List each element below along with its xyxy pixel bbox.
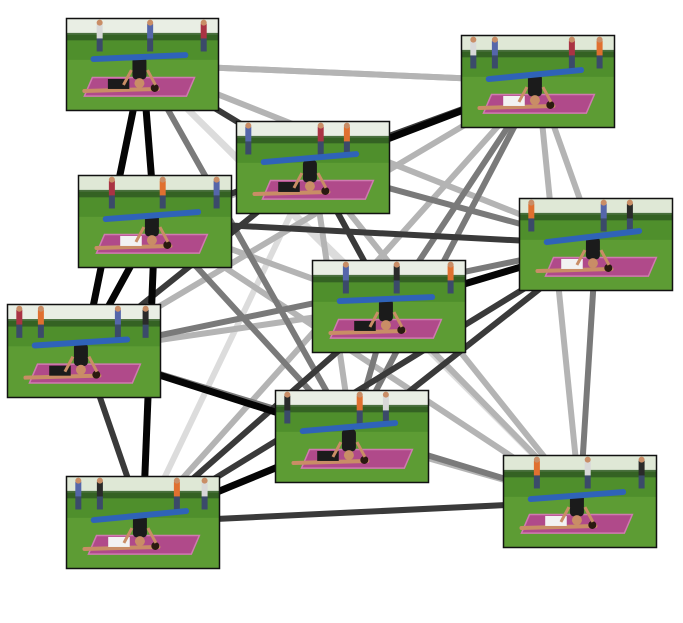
flyer-person xyxy=(585,237,600,260)
spectator xyxy=(584,460,591,476)
background xyxy=(519,198,673,215)
base-person xyxy=(252,189,331,196)
photo-frame xyxy=(502,454,658,549)
spectator xyxy=(16,309,23,325)
photo-pose-9[interactable] xyxy=(274,389,430,484)
spectator xyxy=(75,481,82,497)
background xyxy=(461,35,615,52)
spectator xyxy=(626,203,633,219)
spectator xyxy=(200,23,207,39)
spectator xyxy=(317,126,324,142)
spectator xyxy=(173,481,180,497)
spectator xyxy=(491,40,498,56)
photo-frame xyxy=(65,475,221,570)
base-person xyxy=(477,103,556,110)
base-person xyxy=(291,458,370,465)
flyer-person xyxy=(341,429,356,452)
flyer-person xyxy=(73,343,88,367)
edge-n2-n10 xyxy=(535,81,583,502)
spectator xyxy=(470,40,477,56)
background xyxy=(236,121,390,138)
photo-pose-2[interactable] xyxy=(460,34,616,129)
spectator xyxy=(447,265,454,281)
photo-pose-6[interactable] xyxy=(518,197,674,292)
flyer-person xyxy=(132,515,147,538)
flyer-person xyxy=(132,57,147,80)
base-person xyxy=(82,544,161,551)
flyer-person xyxy=(569,494,584,517)
spectator xyxy=(343,126,350,142)
photo-pose-5[interactable] xyxy=(6,303,162,399)
background xyxy=(312,260,466,277)
nodes-layer xyxy=(6,17,674,570)
spectator xyxy=(159,180,166,196)
photo-pose-1[interactable] xyxy=(65,17,220,112)
spectator xyxy=(108,180,115,196)
spectator xyxy=(342,265,349,281)
photo-frame xyxy=(518,197,674,292)
spectator xyxy=(600,203,607,219)
photo-frame xyxy=(311,259,467,354)
spectator xyxy=(393,265,400,281)
spectator xyxy=(596,40,603,56)
photo-frame xyxy=(6,303,162,399)
photo-pose-8[interactable] xyxy=(65,475,221,570)
flyer-person xyxy=(378,299,393,322)
spectator xyxy=(245,126,252,142)
flyer-person xyxy=(144,214,159,237)
spectator xyxy=(638,460,645,476)
base-person xyxy=(82,86,160,93)
background xyxy=(66,476,220,493)
spectator xyxy=(37,309,44,325)
spectator xyxy=(356,395,363,411)
photo-pose-7[interactable] xyxy=(311,259,467,354)
background xyxy=(503,455,657,472)
photo-frame xyxy=(460,34,616,129)
background xyxy=(7,304,161,321)
spectator xyxy=(213,180,220,196)
spectator xyxy=(528,203,535,219)
background xyxy=(78,175,232,192)
spectator xyxy=(201,481,208,497)
background xyxy=(66,18,219,35)
spectator xyxy=(568,40,575,56)
spectator xyxy=(147,23,154,39)
spectator xyxy=(284,395,291,411)
spectator xyxy=(533,460,540,476)
photo-frame xyxy=(65,17,220,112)
spectator xyxy=(114,309,121,325)
flyer-person xyxy=(527,74,542,97)
base-person xyxy=(535,266,614,273)
base-person xyxy=(94,243,173,250)
photo-pose-3[interactable] xyxy=(235,120,391,215)
photo-frame xyxy=(77,174,233,269)
spectator xyxy=(96,23,103,39)
spectator xyxy=(96,481,103,497)
edge-n1-n9 xyxy=(139,63,355,438)
photo-frame xyxy=(235,120,391,215)
photo-frame xyxy=(274,389,430,484)
base-person xyxy=(328,328,407,335)
photo-pose-4[interactable] xyxy=(77,174,233,269)
base-person xyxy=(23,373,102,380)
spectator xyxy=(382,395,389,411)
base-person xyxy=(519,523,598,530)
photo-pose-10[interactable] xyxy=(502,454,658,549)
background xyxy=(275,390,429,407)
spectator xyxy=(142,309,149,325)
flyer-person xyxy=(302,160,317,183)
